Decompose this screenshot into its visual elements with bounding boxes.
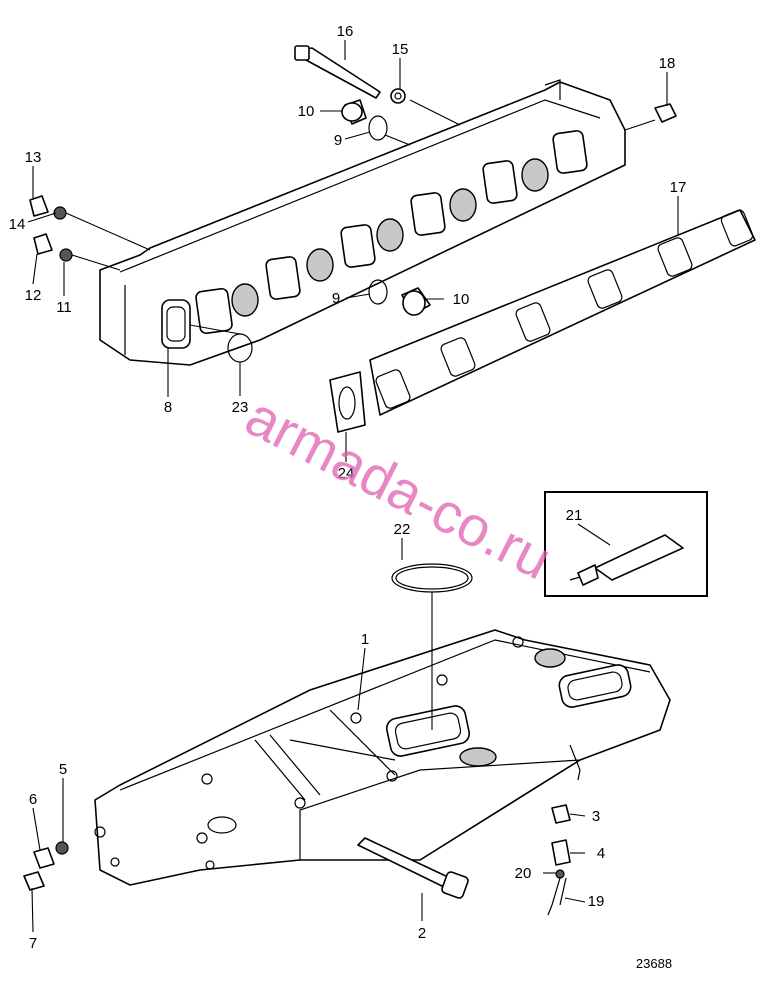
plug-6 bbox=[33, 847, 55, 869]
callout-11: 11 bbox=[56, 299, 72, 316]
washer-15 bbox=[390, 88, 406, 104]
callout-14: 14 bbox=[9, 216, 26, 233]
callout-9-lower: 9 bbox=[332, 290, 340, 307]
sensor-wire-19 bbox=[547, 877, 561, 916]
callout-8: 8 bbox=[164, 399, 172, 416]
plug-7 bbox=[23, 871, 45, 891]
plug-12 bbox=[33, 233, 53, 255]
callout-5: 5 bbox=[59, 761, 67, 778]
callout-1: 1 bbox=[361, 631, 369, 648]
watermark: armada-co.ru bbox=[236, 384, 561, 591]
drawing-number: 23688 bbox=[636, 956, 672, 971]
bolt-2 bbox=[357, 837, 469, 899]
callout-7: 7 bbox=[29, 935, 37, 952]
gasket-17 bbox=[369, 209, 756, 416]
washer-20 bbox=[555, 869, 565, 879]
manifold-lower bbox=[94, 629, 671, 886]
callout-9-upper: 9 bbox=[334, 132, 342, 149]
callout-20: 20 bbox=[515, 865, 532, 882]
plug-13 bbox=[29, 195, 49, 217]
callout-12: 12 bbox=[25, 287, 42, 304]
callout-10-lower: 10 bbox=[453, 291, 470, 308]
callout-13: 13 bbox=[25, 149, 42, 166]
callout-24: 24 bbox=[338, 465, 355, 482]
gasket-24 bbox=[329, 371, 366, 433]
callout-21: 21 bbox=[566, 507, 583, 524]
callout-6: 6 bbox=[29, 791, 37, 808]
callout-19: 19 bbox=[588, 893, 605, 910]
sealant-box-21 bbox=[544, 491, 708, 597]
adapter-3 bbox=[551, 804, 571, 824]
callout-16: 16 bbox=[337, 23, 354, 40]
oring-22 bbox=[391, 563, 473, 593]
plug-18 bbox=[654, 103, 677, 123]
callout-17: 17 bbox=[670, 179, 687, 196]
callout-3: 3 bbox=[592, 808, 600, 825]
washer-11 bbox=[59, 248, 73, 262]
oring-9-lower bbox=[368, 279, 388, 305]
fitting-4 bbox=[551, 839, 571, 866]
callout-15: 15 bbox=[392, 41, 409, 58]
callout-2: 2 bbox=[418, 925, 426, 942]
callout-4: 4 bbox=[597, 845, 605, 862]
callout-22: 22 bbox=[394, 521, 411, 538]
oring-9-upper bbox=[368, 115, 388, 141]
leader-lines bbox=[27, 40, 679, 933]
callout-18: 18 bbox=[659, 55, 676, 72]
callout-10-upper: 10 bbox=[298, 103, 315, 120]
manifold-upper bbox=[99, 79, 626, 366]
callout-23: 23 bbox=[232, 399, 249, 416]
callout-labels: 16 15 10 9 18 13 14 12 11 8 23 9 10 17 2… bbox=[9, 23, 687, 952]
washer-5 bbox=[55, 841, 69, 855]
bolt-16 bbox=[294, 45, 381, 99]
